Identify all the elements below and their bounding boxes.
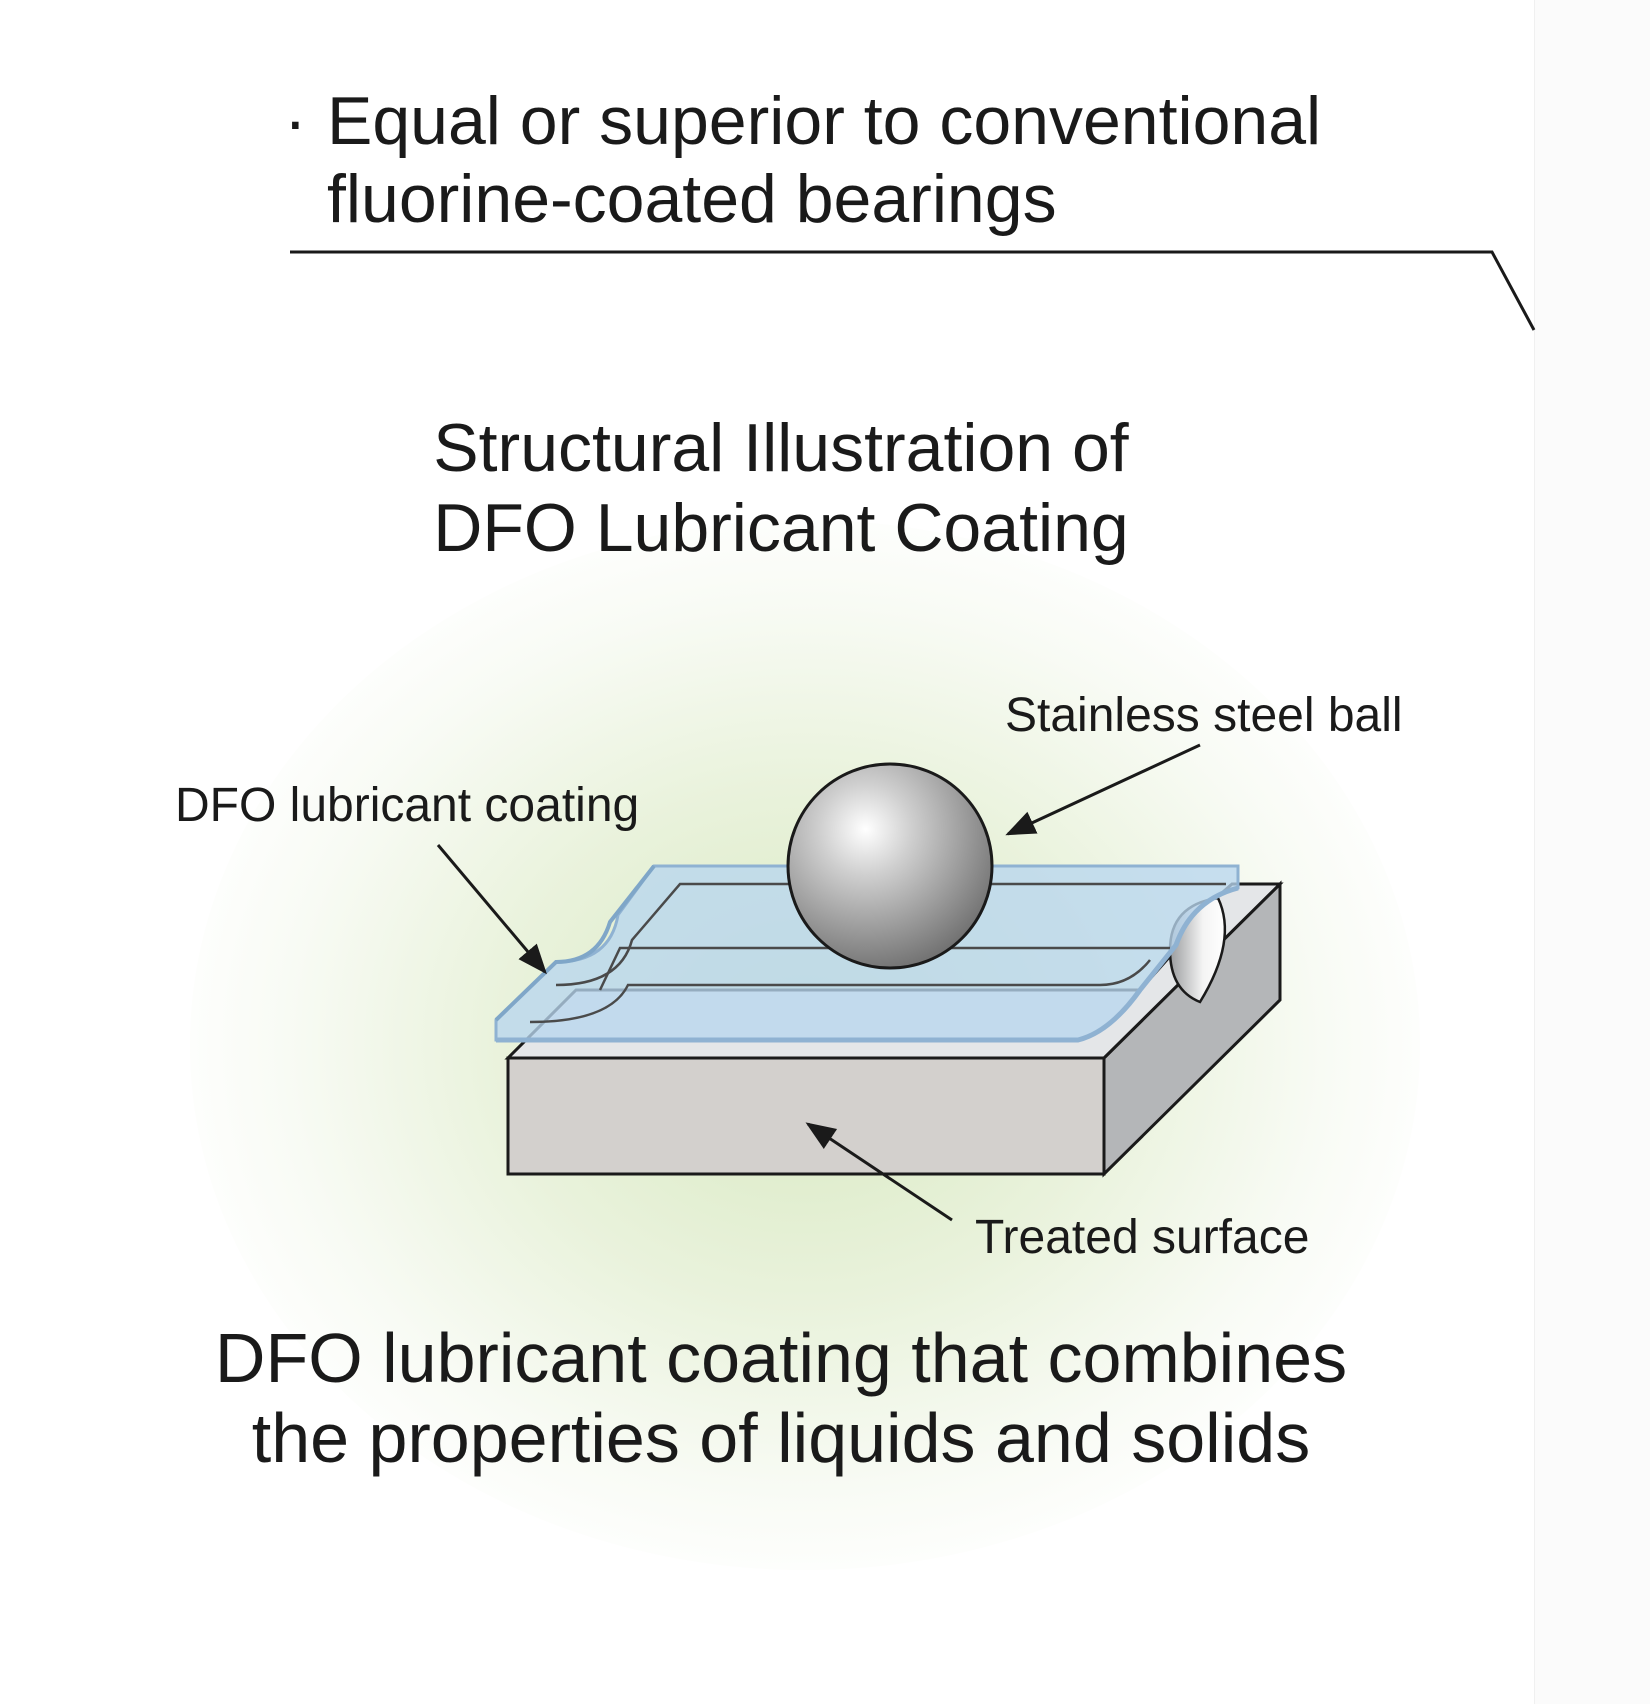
coating-inner-edge-3 [529, 959, 1151, 1024]
coating-top-edge [494, 864, 656, 1022]
block-front-face [506, 1056, 1106, 1176]
coating-inner-edge-2 [598, 946, 1170, 991]
caption-line-1: DFO lubricant coating that combines [214, 1319, 1348, 1397]
arrow-to-coating [436, 844, 547, 975]
header-line-1: Equal or superior to conventional [327, 83, 1322, 159]
label-dfo-lubricant-coating: DFO lubricant coating [175, 779, 640, 832]
stainless-steel-ball [786, 762, 994, 970]
caption-line-2: the properties of liquids and solids [251, 1399, 1311, 1477]
header-underline [290, 250, 1536, 331]
arrow-to-surface [805, 1122, 953, 1222]
page-edge-band [1534, 0, 1650, 1704]
header-line-2: fluorine-coated bearings [327, 161, 1057, 237]
label-treated-surface: Treated surface [975, 1211, 1310, 1264]
diagram-title-line-2: DFO Lubricant Coating [433, 490, 1129, 566]
header-bullet: · [284, 83, 307, 159]
arrow-to-ball [1005, 743, 1201, 836]
diagram-title-line-1: Structural Illustration of [433, 410, 1129, 486]
label-stainless-steel-ball: Stainless steel ball [1005, 689, 1403, 742]
coating-inner-edge-1 [555, 882, 1226, 987]
coating-front-edge [496, 885, 1239, 1043]
